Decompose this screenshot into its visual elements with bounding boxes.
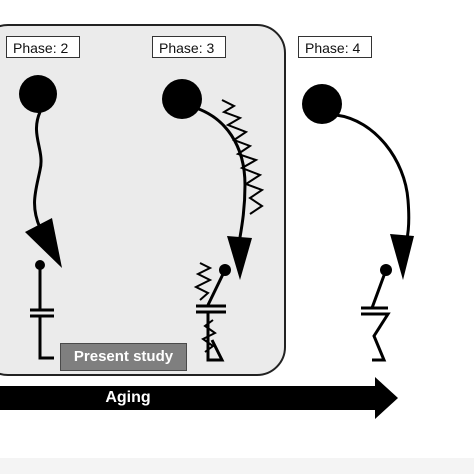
phase-3-back-pain-zigzag [221, 99, 265, 215]
present-study-badge: Present study [60, 343, 187, 371]
phase-3-head [162, 79, 202, 119]
aging-label: Aging [105, 389, 151, 406]
phase-2-hip [35, 260, 45, 270]
bottom-strip [0, 458, 474, 474]
phase-4-spine-arrowhead [390, 234, 414, 280]
phase-2-leg [30, 266, 54, 360]
present-study-panel [0, 24, 286, 376]
phase-3-spine-arrowhead [227, 236, 252, 280]
phase-4-figure [302, 84, 414, 362]
aging-arrow [0, 377, 398, 419]
phase-2-spine [33, 111, 50, 246]
phase-2-figure [19, 75, 62, 360]
phase-4-spine [335, 113, 411, 251]
phase-4-leg [361, 269, 391, 362]
phase-3-label: Phase: 3 [152, 36, 226, 58]
phase-3-leg [196, 269, 227, 362]
phase-2-spine-arrowhead [25, 218, 62, 268]
phase-2-head [19, 75, 57, 113]
phase-4-label: Phase: 4 [298, 36, 372, 58]
phase-3-hip-pain-zigzag [201, 319, 217, 353]
phase-3-figure [162, 79, 265, 362]
phase-4-head [302, 84, 342, 124]
phase-3-knee-pain-zigzag [193, 262, 213, 301]
phase-2-label: Phase: 2 [6, 36, 80, 58]
phase-3-spine [195, 106, 247, 251]
